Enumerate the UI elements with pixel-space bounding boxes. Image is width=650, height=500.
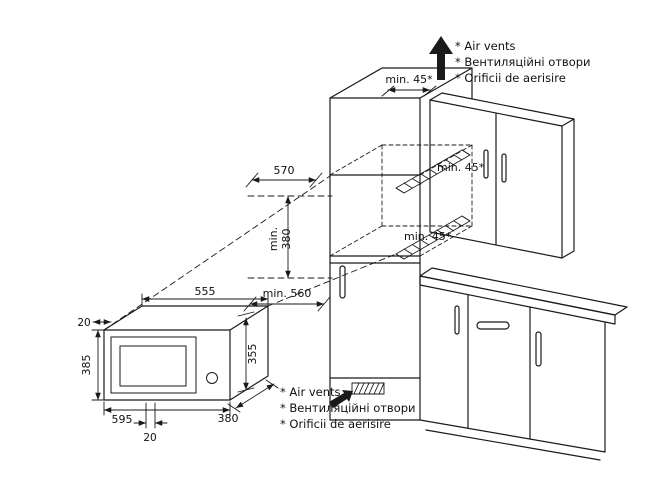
dim-niche-width-ticks (245, 172, 323, 188)
air-vents-note-top: * Air vents * Вентиляційні отвори * Orif… (455, 39, 591, 85)
vent-arrows (329, 36, 453, 408)
dim-20-bottom-ticks (145, 402, 156, 429)
rear-bottom-vent-strip (395, 215, 471, 260)
bottom-vent-grille (351, 382, 385, 395)
dim-depth-line (235, 383, 275, 409)
diagram-labels: 570 min. 380 min. 560 min. 45* min. 45* … (77, 39, 590, 444)
dim-385-ticks (91, 329, 111, 401)
label-top-clearance: min. 45* (385, 73, 433, 86)
base-handle-left (454, 305, 460, 335)
note-bottom-line-1: * Air vents (280, 385, 341, 399)
label-appliance-body-height: 355 (246, 344, 259, 365)
label-appliance-top-width: 555 (195, 285, 216, 298)
microwave-window (119, 345, 187, 387)
label-appliance-total-width: 595 (112, 413, 133, 426)
note-top-line-1: * Air vents (455, 39, 516, 53)
countertop-front (419, 275, 616, 325)
label-appliance-depth: 380 (218, 412, 239, 425)
niche (329, 144, 473, 260)
label-niche-depth: min. 560 (263, 287, 312, 300)
microwave-front (103, 329, 231, 401)
base-cabinet-dividers (467, 294, 531, 440)
label-appliance-top-offset: 20 (77, 317, 90, 329)
note-bottom-line-3: * Orificii de aerisire (280, 417, 391, 431)
base-handle-horizontal (476, 321, 510, 330)
upper-cabinet-handle-left (483, 149, 489, 179)
plinth-line (425, 429, 601, 461)
microwave-top-face (103, 305, 269, 331)
label-niche-height-min: min. (267, 227, 280, 251)
upper-cabinets-top-face (429, 92, 575, 127)
label-rear-top-vent: min. 45* (437, 161, 485, 174)
rear-top-vent-strip (395, 149, 471, 194)
tall-cabinet-front (329, 97, 421, 421)
dim-555-ticks (141, 293, 269, 307)
dimension-lines (91, 85, 437, 429)
dim-355-ticks (237, 311, 255, 393)
note-bottom-line-2: * Вентиляційні отвори (280, 401, 416, 415)
tall-cabinet-top-face (329, 67, 473, 99)
top-vent-arrow (429, 36, 453, 80)
tall-cabinet-door-handle (339, 265, 346, 299)
dim-depth-ticks (227, 379, 279, 413)
base-handle-right (535, 331, 542, 367)
microwave-unit (103, 305, 269, 401)
dim-595-ticks (103, 401, 231, 416)
label-rear-bottom-vent: min. 45* (404, 230, 452, 243)
dim-top-clearance-ticks (381, 85, 437, 97)
upper-cabinets (429, 92, 575, 259)
base-cabinets (419, 267, 628, 461)
air-vents-note-bottom: * Air vents * Вентиляційні отвори * Orif… (280, 385, 416, 431)
base-cabinet-bottom (419, 419, 606, 453)
label-appliance-total-height: 385 (80, 355, 93, 376)
upper-cabinets-side-face (561, 118, 575, 259)
label-niche-height-value: 380 (280, 229, 293, 250)
bottom-vent-arrow (329, 390, 353, 408)
upper-cabinet-handle-right (501, 153, 507, 183)
microwave-knob (206, 372, 218, 384)
label-niche-width: 570 (274, 164, 295, 177)
niche-opening-edges (329, 174, 421, 264)
microwave-door (110, 336, 197, 394)
label-appliance-bottom-offset: 20 (143, 432, 156, 444)
note-top-line-3: * Orificii de aerisire (455, 71, 566, 85)
projection-lines (103, 175, 397, 331)
note-top-line-2: * Вентиляційні отвори (455, 55, 591, 69)
